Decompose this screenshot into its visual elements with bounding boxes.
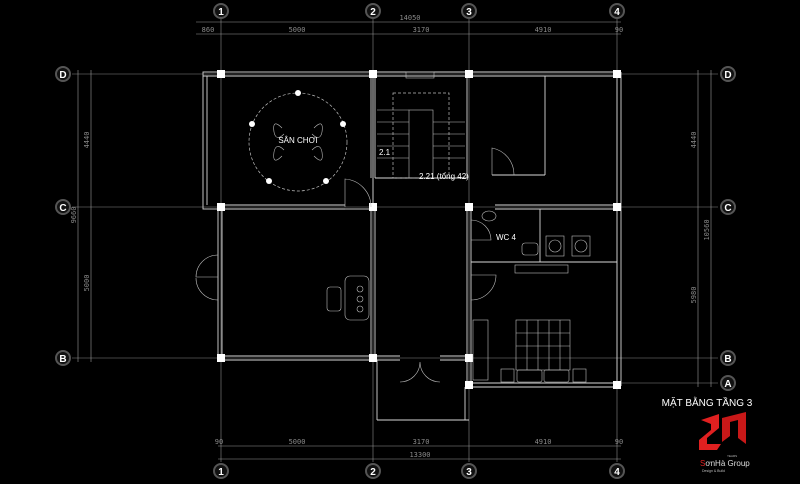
walls	[202, 71, 622, 421]
dim-top-seg: 860	[202, 26, 215, 34]
dim-top-seg: 4910	[535, 26, 552, 34]
dim-bottom-seg: 5000	[289, 438, 306, 446]
svg-text:YEARS: YEARS	[727, 454, 737, 458]
stair-label-end: 2.21 (tổng 42)	[419, 172, 469, 181]
dim-bottom-seg: 90	[615, 438, 623, 446]
dim-right-seg: 5980	[690, 287, 698, 304]
svg-text:Design & Build: Design & Build	[702, 469, 725, 473]
play-area-table	[248, 90, 348, 192]
axis-label-column: 4	[614, 7, 620, 18]
wc-fixtures	[481, 210, 591, 274]
dim-left-seg: 5000	[83, 275, 91, 292]
axis-bubbles: 1 2 3 4 1 2 3 4 D C B D C B A	[55, 3, 736, 479]
dim-bottom-seg: 90	[215, 438, 223, 446]
axis-label-column: 2	[370, 7, 376, 18]
dim-bottom-seg: 3170	[413, 438, 430, 446]
axis-label-row: D	[724, 70, 731, 81]
dim-right-seg: 4440	[690, 132, 698, 149]
drawing-title: MẶT BẰNG TẦNG 3	[662, 396, 753, 409]
dim-left-seg: 4440	[83, 132, 91, 149]
columns	[217, 70, 621, 389]
dim-bottom-seg: 4910	[535, 438, 552, 446]
right-dimensions: 10560 4440 5980	[690, 70, 712, 387]
axis-label-row: D	[59, 70, 66, 81]
company-logo: YEARS SơnHà Group Design & Build	[699, 412, 750, 473]
axis-label-column: 1	[218, 467, 224, 478]
top-dimensions: 14050 860 5000 3170 4910 90	[196, 14, 623, 35]
axis-label-row: C	[59, 203, 66, 214]
dim-left-total: 9660	[70, 207, 78, 224]
axis-label-column: 3	[466, 467, 472, 478]
axis-label-row: B	[724, 354, 731, 365]
axis-label-column: 1	[218, 7, 224, 18]
axis-label-row: C	[724, 203, 731, 214]
doors	[195, 147, 515, 383]
left-dimensions: 9660 4440 5000	[70, 70, 92, 362]
dim-top-seg: 3170	[413, 26, 430, 34]
dim-bottom-total: 13300	[409, 451, 430, 459]
axis-label-column: 4	[614, 467, 620, 478]
svg-text:SơnHà Group: SơnHà Group	[700, 459, 750, 468]
staircase	[377, 71, 465, 179]
bed	[472, 319, 587, 383]
axis-label-column: 3	[466, 7, 472, 18]
dim-top-seg: 5000	[289, 26, 306, 34]
axis-label-row: B	[59, 354, 66, 365]
kitchen-island	[326, 275, 370, 321]
stair-label-start: 2.1	[379, 148, 391, 157]
dim-right-total: 10560	[703, 219, 711, 240]
dim-top-total: 14050	[399, 14, 420, 22]
dim-top-seg: 90	[615, 26, 623, 34]
axis-label-column: 2	[370, 467, 376, 478]
axis-label-row: A	[724, 379, 731, 390]
bottom-dimensions: 90 5000 3170 4910 90 13300	[215, 438, 623, 460]
room-label-play-area: SÂN CHƠI	[278, 136, 317, 145]
room-label-wc: WC 4	[496, 233, 517, 242]
